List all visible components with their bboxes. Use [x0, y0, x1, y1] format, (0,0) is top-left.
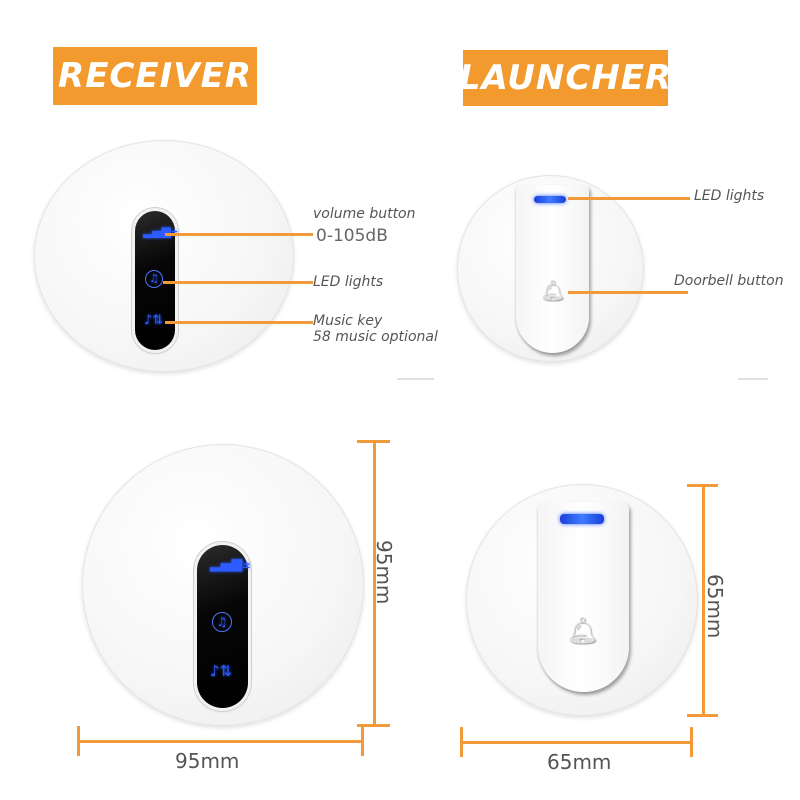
- dimension-line-launcher-height: [702, 484, 705, 716]
- receiver-header: RECEIVER: [53, 47, 257, 105]
- launcher-led-bottom: [560, 514, 604, 524]
- launcher-front-plate-top: [516, 185, 589, 353]
- launcher-front-plate-bottom: [538, 502, 629, 692]
- music-key-icon: ♪⇅: [210, 662, 233, 680]
- volume-button-label: volume button: [313, 206, 416, 222]
- music-optional-label: 58 music optional: [313, 329, 438, 345]
- dimension-cap: [687, 714, 718, 717]
- bell-icon: 🔔︎: [540, 278, 566, 302]
- receiver-width-label: 95mm: [175, 749, 240, 773]
- callout-line-led: [163, 281, 313, 284]
- dimension-cap: [357, 440, 390, 443]
- receiver-led-lights-label: LED lights: [313, 274, 384, 290]
- volume-range-label: 0-105dB: [316, 226, 388, 246]
- callout-line-volume: [165, 233, 313, 236]
- callout-line-launcher-led: [568, 197, 690, 200]
- receiver-height-label: 95mm: [372, 540, 396, 605]
- music-note-circle-icon: ♫: [145, 270, 163, 288]
- launcher-height-label: 65mm: [703, 574, 727, 639]
- launcher-led-lights-label: LED lights: [694, 188, 765, 204]
- music-key-label: Music key: [313, 313, 383, 329]
- bell-icon: 🔔︎: [566, 616, 600, 646]
- separator: [738, 378, 768, 380]
- music-key-icon: ♪⇅: [144, 313, 164, 328]
- launcher-header: LAUNCHER: [459, 50, 671, 106]
- dimension-line-receiver-width: [78, 740, 363, 743]
- dimension-line-receiver-height: [373, 441, 376, 726]
- callout-line-doorbell: [568, 291, 688, 294]
- dimension-cap: [690, 727, 693, 757]
- music-note-circle-icon: ♫: [212, 612, 232, 632]
- dimension-line-launcher-width: [461, 741, 692, 744]
- dimension-cap: [687, 484, 718, 487]
- doorbell-button-label: Doorbell button: [674, 273, 784, 289]
- callout-line-music: [165, 321, 313, 324]
- separator: [397, 378, 434, 380]
- launcher-width-label: 65mm: [547, 750, 612, 774]
- dimension-cap: [77, 726, 80, 756]
- launcher-led-top: [534, 196, 566, 203]
- dimension-cap: [460, 727, 463, 757]
- dimension-cap: [361, 726, 364, 756]
- volume-bars-icon: ▂▄▆±: [210, 556, 251, 572]
- dimension-cap: [357, 724, 390, 727]
